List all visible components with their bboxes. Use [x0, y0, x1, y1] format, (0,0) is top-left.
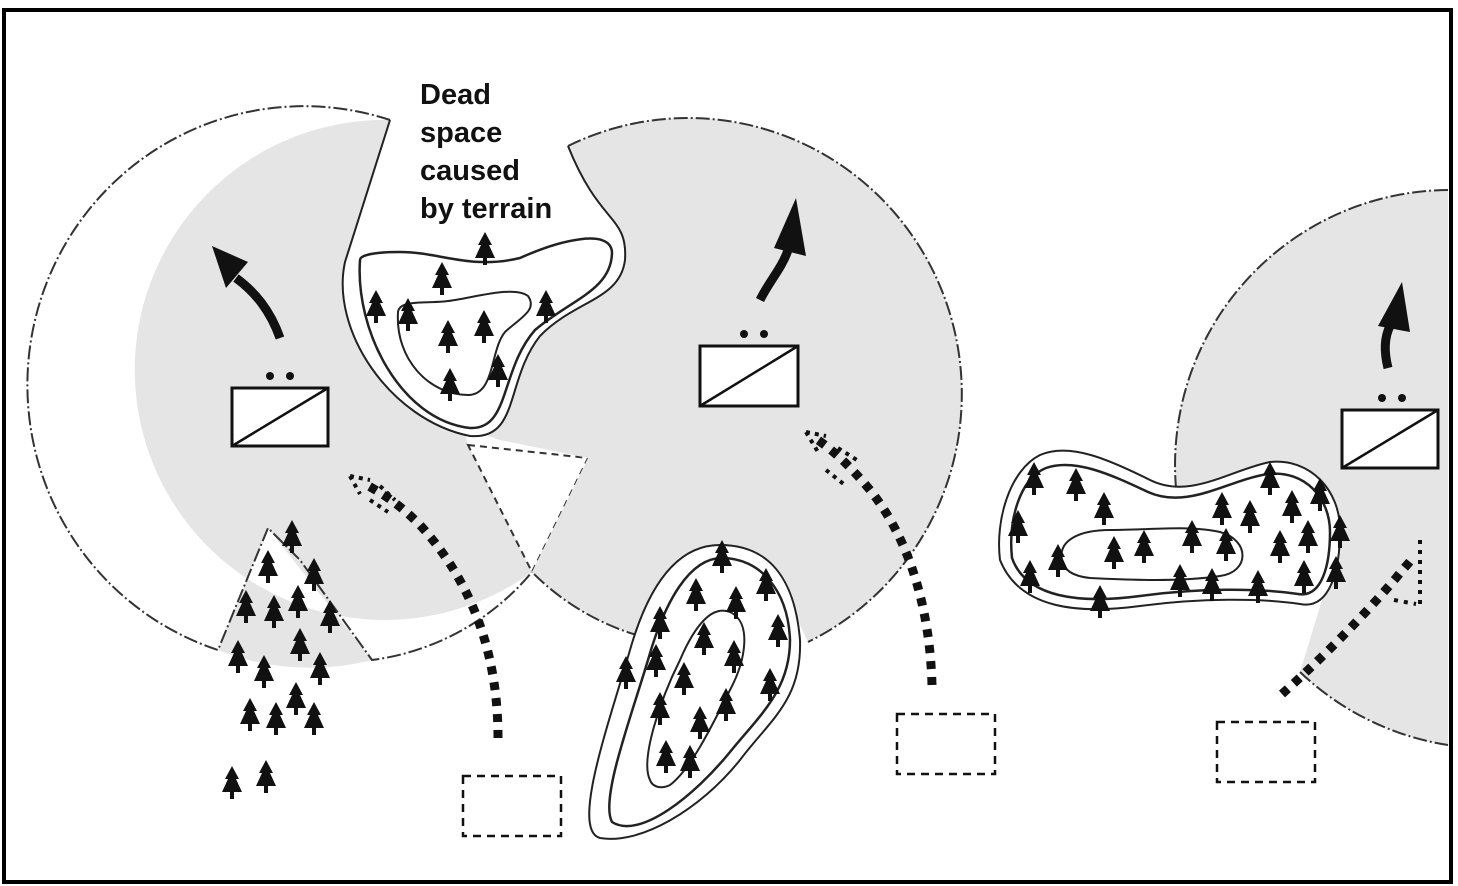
platoon-symbol-icon [698, 330, 800, 408]
dashed-position-box-icon [895, 712, 997, 776]
advance-arrow-icon [755, 198, 806, 303]
sector-3-outline [1174, 189, 1449, 746]
dead-space-contour-1 [358, 237, 614, 430]
platoon-symbol-icon [1340, 394, 1440, 470]
woods-center-contour-2 [646, 609, 746, 789]
dotted-route-arrow-icon [348, 474, 503, 739]
woods-right-contour-2 [1060, 527, 1244, 581]
sector-1-outline [26, 105, 533, 662]
advance-arrow-icon [1378, 282, 1410, 370]
dashed-position-box-icon [461, 774, 563, 838]
dead-space-woods-outer [341, 119, 627, 438]
label-line-4: by terrain [420, 193, 552, 225]
label-line-2: space [420, 117, 502, 149]
dotted-route-arrow-icon [804, 430, 937, 686]
woods-right-outline [998, 449, 1342, 611]
dead-space-label: Dead space caused by terrain [420, 79, 552, 225]
dead-space-contour-2 [396, 290, 532, 397]
sector-of-fire-3 [1175, 190, 1448, 745]
advance-arrow-icon [212, 246, 285, 340]
dashed-position-box-icon [1215, 720, 1317, 784]
label-line-3: caused [420, 155, 520, 187]
dotted-route-arrow-icon [1278, 540, 1422, 698]
label-line-1: Dead [420, 79, 491, 111]
woods-center-outline [588, 543, 802, 840]
platoon-symbol-icon [230, 372, 330, 448]
